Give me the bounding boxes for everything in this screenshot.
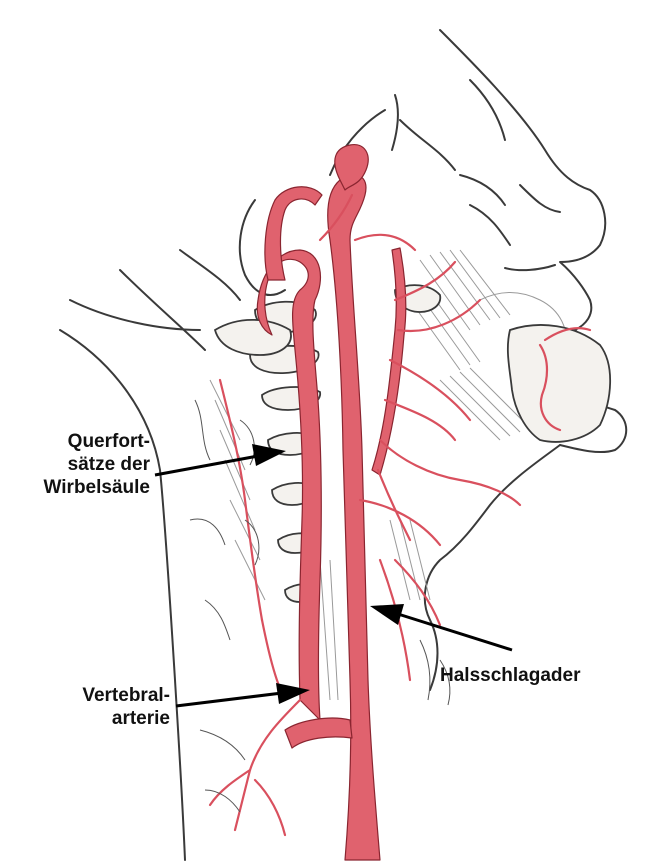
vertebral-artery-arrow-line — [175, 691, 283, 708]
arteries — [256, 143, 407, 861]
label-vertebrae-line1: Querfort- — [67, 431, 150, 452]
label-vertebrae: Querfort- sätze der Wirbelsäule — [10, 430, 150, 499]
label-vertebral-artery-line2: arterie — [111, 708, 170, 729]
label-vertebral-artery: Vertebral- arterie — [20, 684, 170, 730]
vertebrae-arrow-line — [154, 454, 259, 477]
label-carotid-text: Halsschlagader — [440, 665, 581, 686]
label-vertebral-artery-line1: Vertebral- — [82, 685, 170, 706]
label-carotid: Halsschlagader — [440, 664, 580, 687]
vertebrae-arrowhead — [252, 444, 286, 466]
vertebral-artery-arrowhead — [276, 683, 310, 704]
artery-branches — [208, 193, 592, 837]
head-outline — [59, 29, 628, 861]
carotid-arrow-line — [397, 612, 513, 652]
label-vertebrae-line2: sätze der — [67, 454, 150, 475]
annotation-arrows — [154, 444, 513, 708]
label-vertebrae-line3: Wirbelsäule — [43, 477, 150, 498]
fine-lines — [189, 399, 451, 813]
carotid-arrowhead — [370, 604, 404, 625]
